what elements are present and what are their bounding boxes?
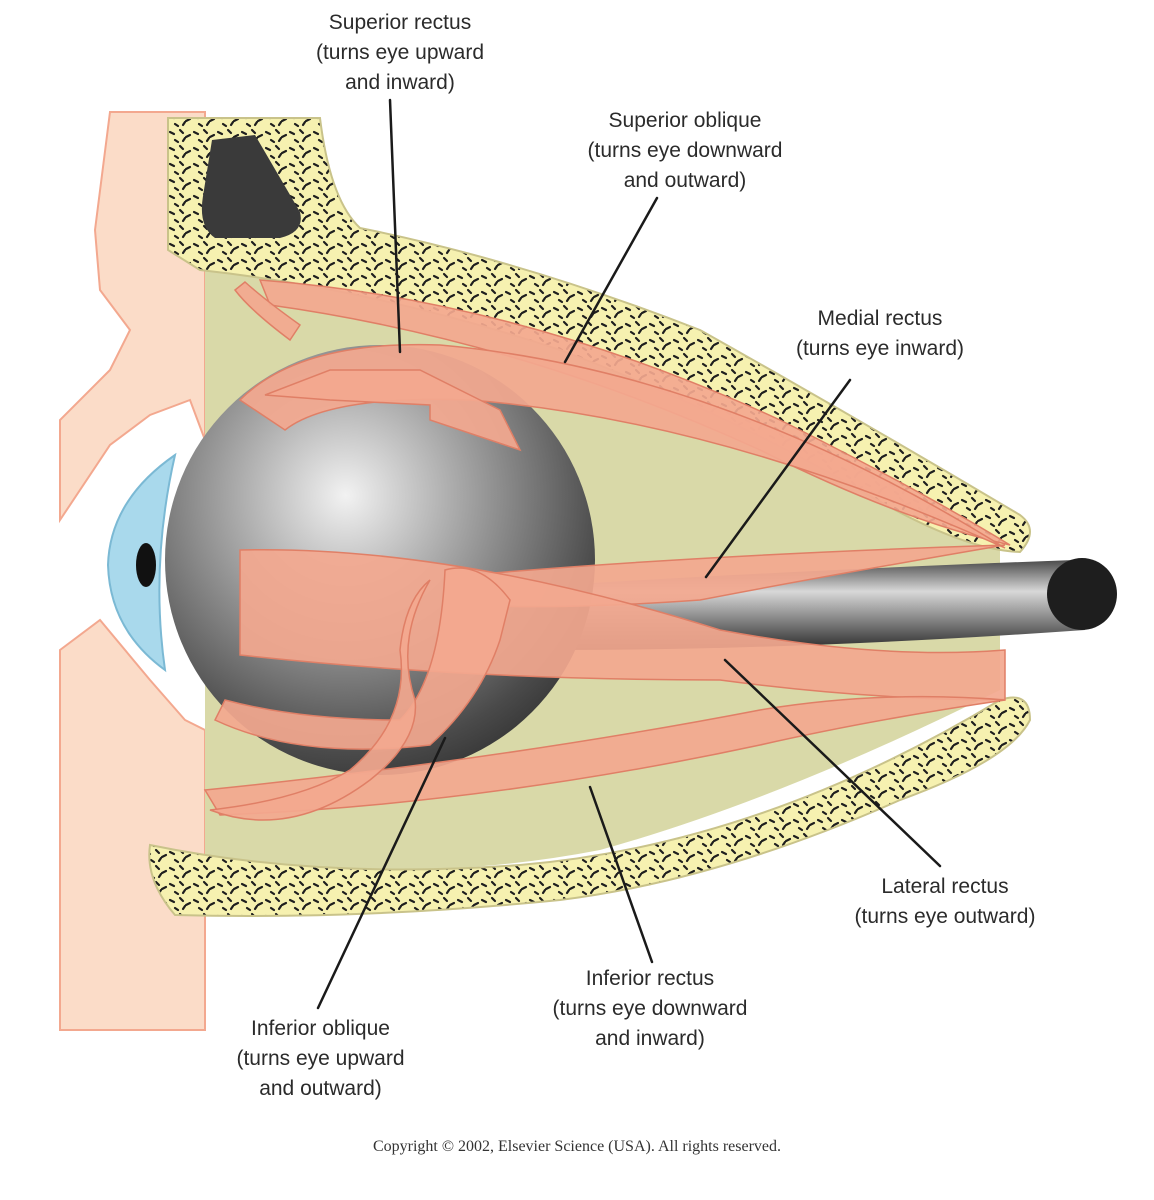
inferior-oblique-line2: and outward) xyxy=(259,1077,382,1100)
superior-oblique-tendon xyxy=(233,281,302,342)
superior-rectus-name: Superior rectus xyxy=(328,11,472,34)
medial-rectus-leader xyxy=(704,378,852,579)
lateral-rectus-name: Lateral rectus xyxy=(881,875,1009,898)
face-skin-lower xyxy=(59,618,206,1031)
superior-rectus-insertion xyxy=(264,369,522,452)
inferior-rectus-muscle xyxy=(203,695,1006,816)
superior-oblique-name: Superior oblique xyxy=(608,109,762,132)
medial-rectus-label: Medial rectus (turns eye inward) xyxy=(740,304,1020,364)
inferior-rectus-line1: (turns eye downward xyxy=(552,997,748,1020)
lateral-rectus-leader xyxy=(723,658,942,868)
superior-oblique-line2: and outward) xyxy=(623,169,747,192)
lower-orbital-bone xyxy=(148,696,1032,917)
lateral-rectus-label: Lateral rectus (turns eye outward) xyxy=(800,872,1090,932)
superior-rectus-line1: (turns eye upward xyxy=(315,41,485,64)
inferior-oblique-leader xyxy=(316,736,447,1010)
superior-oblique-line1: (turns eye downward xyxy=(587,139,783,162)
inferior-rectus-line2: and inward) xyxy=(595,1027,705,1050)
pupil xyxy=(136,543,156,587)
superior-rectus-leader xyxy=(388,98,402,354)
inferior-oblique-line1: (turns eye upward xyxy=(236,1047,405,1070)
lateral-rectus-line1: (turns eye outward) xyxy=(854,905,1036,928)
frontal-sinus xyxy=(201,135,301,238)
medial-rectus-name: Medial rectus xyxy=(817,307,943,330)
inferior-oblique-name: Inferior oblique xyxy=(251,1017,390,1040)
medial-rectus-line1: (turns eye inward) xyxy=(795,337,965,360)
superior-oblique-leader xyxy=(563,196,659,364)
superior-oblique-label: Superior oblique (turns eye downward and… xyxy=(540,106,830,196)
optic-nerve-end xyxy=(1047,558,1117,630)
inferior-rectus-name: Inferior rectus xyxy=(585,967,715,990)
inferior-oblique-belly xyxy=(209,579,431,821)
inferior-rectus-leader xyxy=(588,785,654,964)
superior-rectus-line2: and inward) xyxy=(345,71,455,94)
inferior-oblique-label: Inferior oblique (turns eye upward and o… xyxy=(178,1014,463,1104)
superior-rectus-label: Superior rectus (turns eye upward and in… xyxy=(260,8,540,98)
inferior-rectus-label: Inferior rectus (turns eye downward and … xyxy=(505,964,795,1054)
copyright-notice: Copyright © 2002, Elsevier Science (USA)… xyxy=(372,1138,782,1155)
